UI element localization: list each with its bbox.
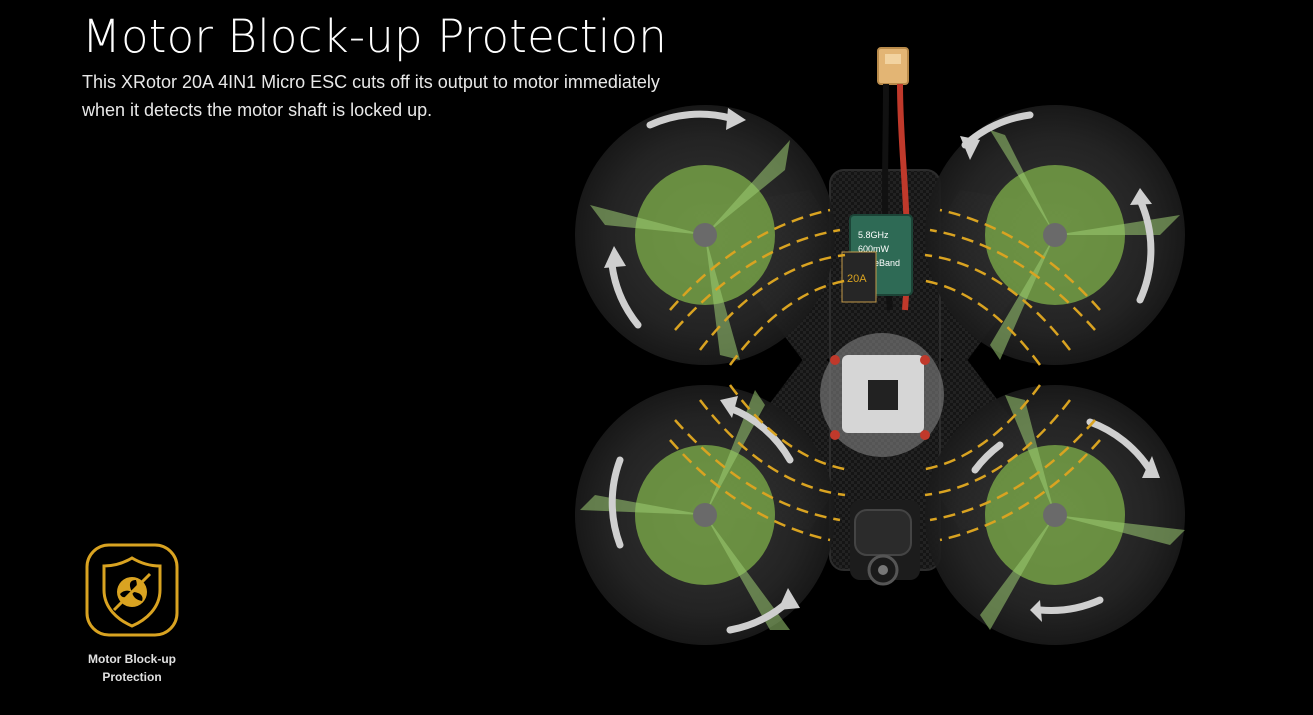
motor-disc-front-right: [925, 105, 1185, 365]
page-title: Motor Block-up Protection: [82, 10, 667, 63]
motor-disc-rear-left: [575, 385, 835, 645]
motor-disc-rear-right: [925, 385, 1185, 645]
flight-controller: [820, 333, 944, 457]
drone-illustration: 5.8GHz 600mW RaceBand 20A: [575, 47, 1185, 645]
motor-disc-front-left: [575, 105, 835, 365]
vtx-brand: RaceBand: [858, 258, 900, 268]
badge-label: Motor Block-up Protection: [88, 652, 176, 684]
vtx-power: 600mW: [858, 244, 890, 254]
esc-rating: 20A: [847, 273, 867, 285]
fpv-camera: [854, 509, 912, 586]
feature-description: This XRotor 20A 4IN1 Micro ESC cuts off …: [82, 72, 660, 120]
lock-signal-arcs: [669, 208, 1101, 542]
shield-fan-blocked-icon: [85, 543, 179, 637]
vtx-board: 5.8GHz 600mW RaceBand 20A: [841, 214, 913, 303]
vtx-label: 5.8GHz: [858, 230, 889, 240]
